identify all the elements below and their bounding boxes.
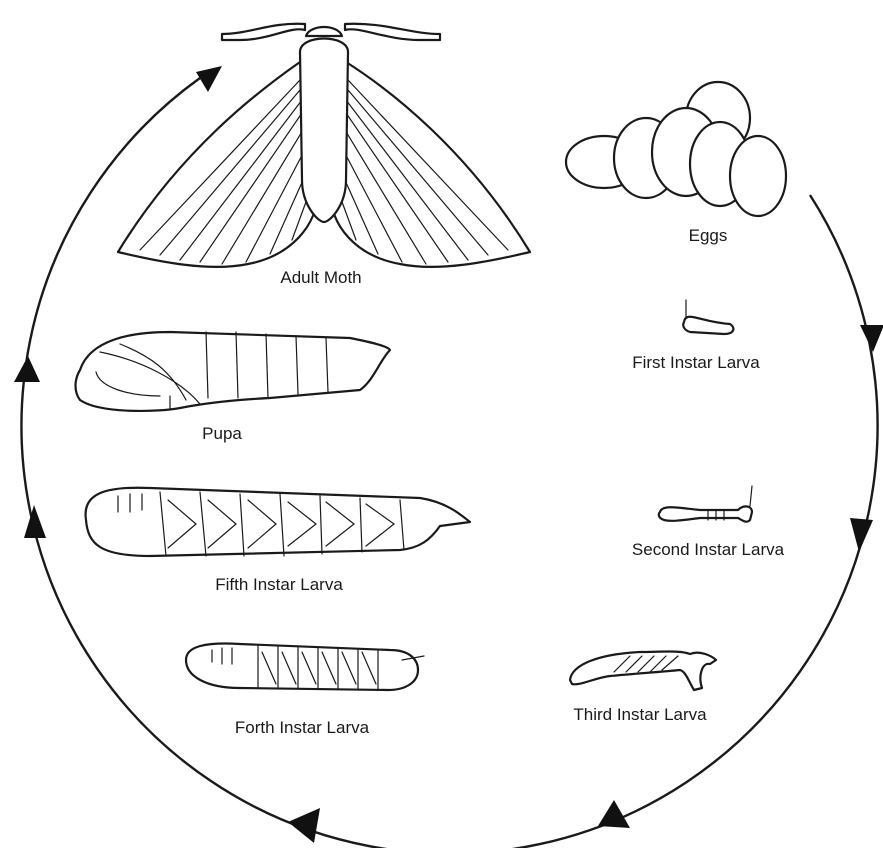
label-third-instar-larva: Third Instar Larva (573, 705, 706, 725)
adult-moth-illustration (118, 24, 530, 267)
arrow-bottom-left (288, 808, 320, 843)
eggs-illustration (566, 82, 786, 216)
arrow-left-lower (24, 505, 46, 538)
pupa-illustration (76, 332, 391, 411)
second-instar-larva-illustration (659, 486, 752, 522)
arrow-right-upper (860, 325, 883, 352)
third-instar-larva-illustration (570, 652, 716, 691)
label-eggs: Eggs (689, 226, 728, 246)
label-first-instar-larva: First Instar Larva (632, 353, 760, 373)
label-fifth-instar-larva: Fifth Instar Larva (215, 575, 343, 595)
fifth-instar-larva-illustration (86, 488, 470, 556)
label-adult-moth: Adult Moth (280, 268, 361, 288)
arrow-left-upper (14, 356, 40, 382)
label-second-instar-larva: Second Instar Larva (632, 540, 784, 560)
forth-instar-larva-illustration (186, 644, 424, 690)
label-pupa: Pupa (202, 424, 242, 444)
label-forth-instar-larva: Forth Instar Larva (235, 718, 369, 738)
arrow-right-lower (850, 518, 873, 552)
arrow-bottom-right (598, 800, 630, 828)
first-instar-larva-illustration (683, 300, 733, 334)
